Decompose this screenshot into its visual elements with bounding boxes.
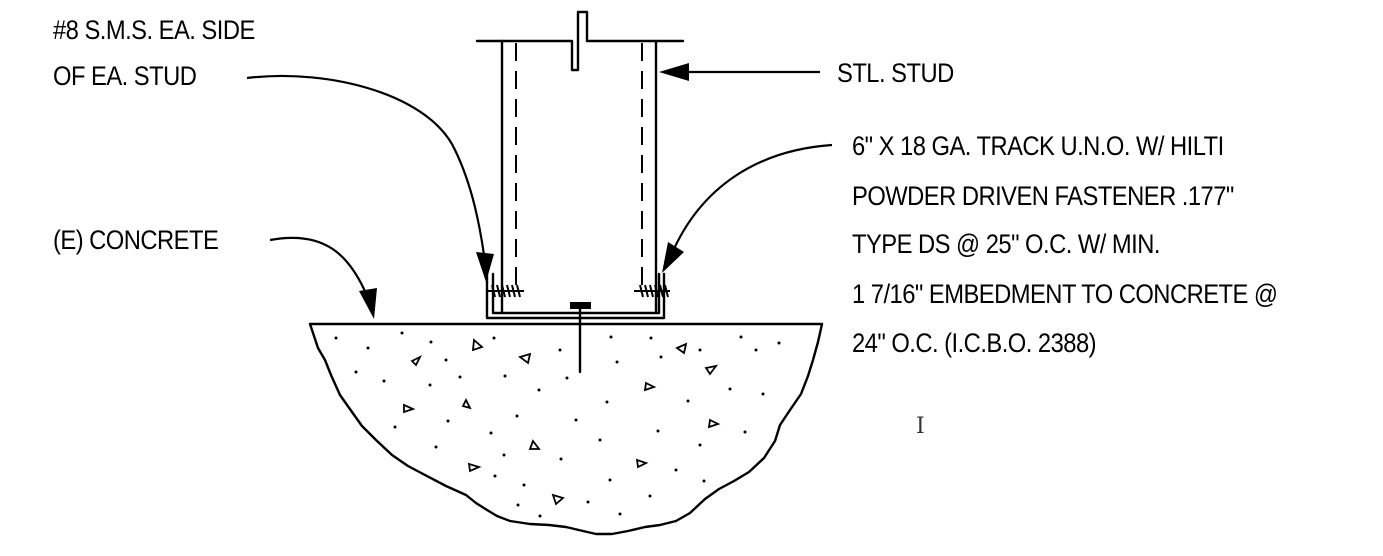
concrete-note: (E) CONCRETE <box>53 225 219 255</box>
leader-screw <box>246 74 487 263</box>
leader-concrete <box>269 236 370 299</box>
stud-note: STL. STUD <box>837 58 954 88</box>
arrowhead-concrete <box>359 288 377 319</box>
arrowhead-stud <box>659 63 689 81</box>
text-cursor-icon: I <box>916 414 925 439</box>
fastener-head <box>570 302 591 309</box>
concrete-outline <box>308 322 824 536</box>
arrowhead-track <box>662 242 684 273</box>
track <box>485 272 666 320</box>
track-inner <box>491 272 661 315</box>
track-note-line3: TYPE DS @ 25" O.C. W/ MIN. <box>852 229 1160 259</box>
track-note-line5: 24" O.C. (I.C.B.O. 2388) <box>852 328 1097 358</box>
track-note-line2: POWDER DRIVEN FASTENER .177" <box>852 181 1234 211</box>
screw-note-line1: #8 S.M.S. EA. SIDE <box>53 15 255 45</box>
track-note-line4: 1 7/16" EMBEDMENT TO CONCRETE @ <box>852 279 1278 309</box>
leader-track <box>668 143 833 259</box>
stud-break-line <box>475 10 685 72</box>
track-note-line1: 6" X 18 GA. TRACK U.N.O. W/ HILTI <box>852 131 1224 161</box>
screw-note-line2: OF EA. STUD <box>53 61 197 91</box>
arrowhead-screw <box>476 252 494 282</box>
